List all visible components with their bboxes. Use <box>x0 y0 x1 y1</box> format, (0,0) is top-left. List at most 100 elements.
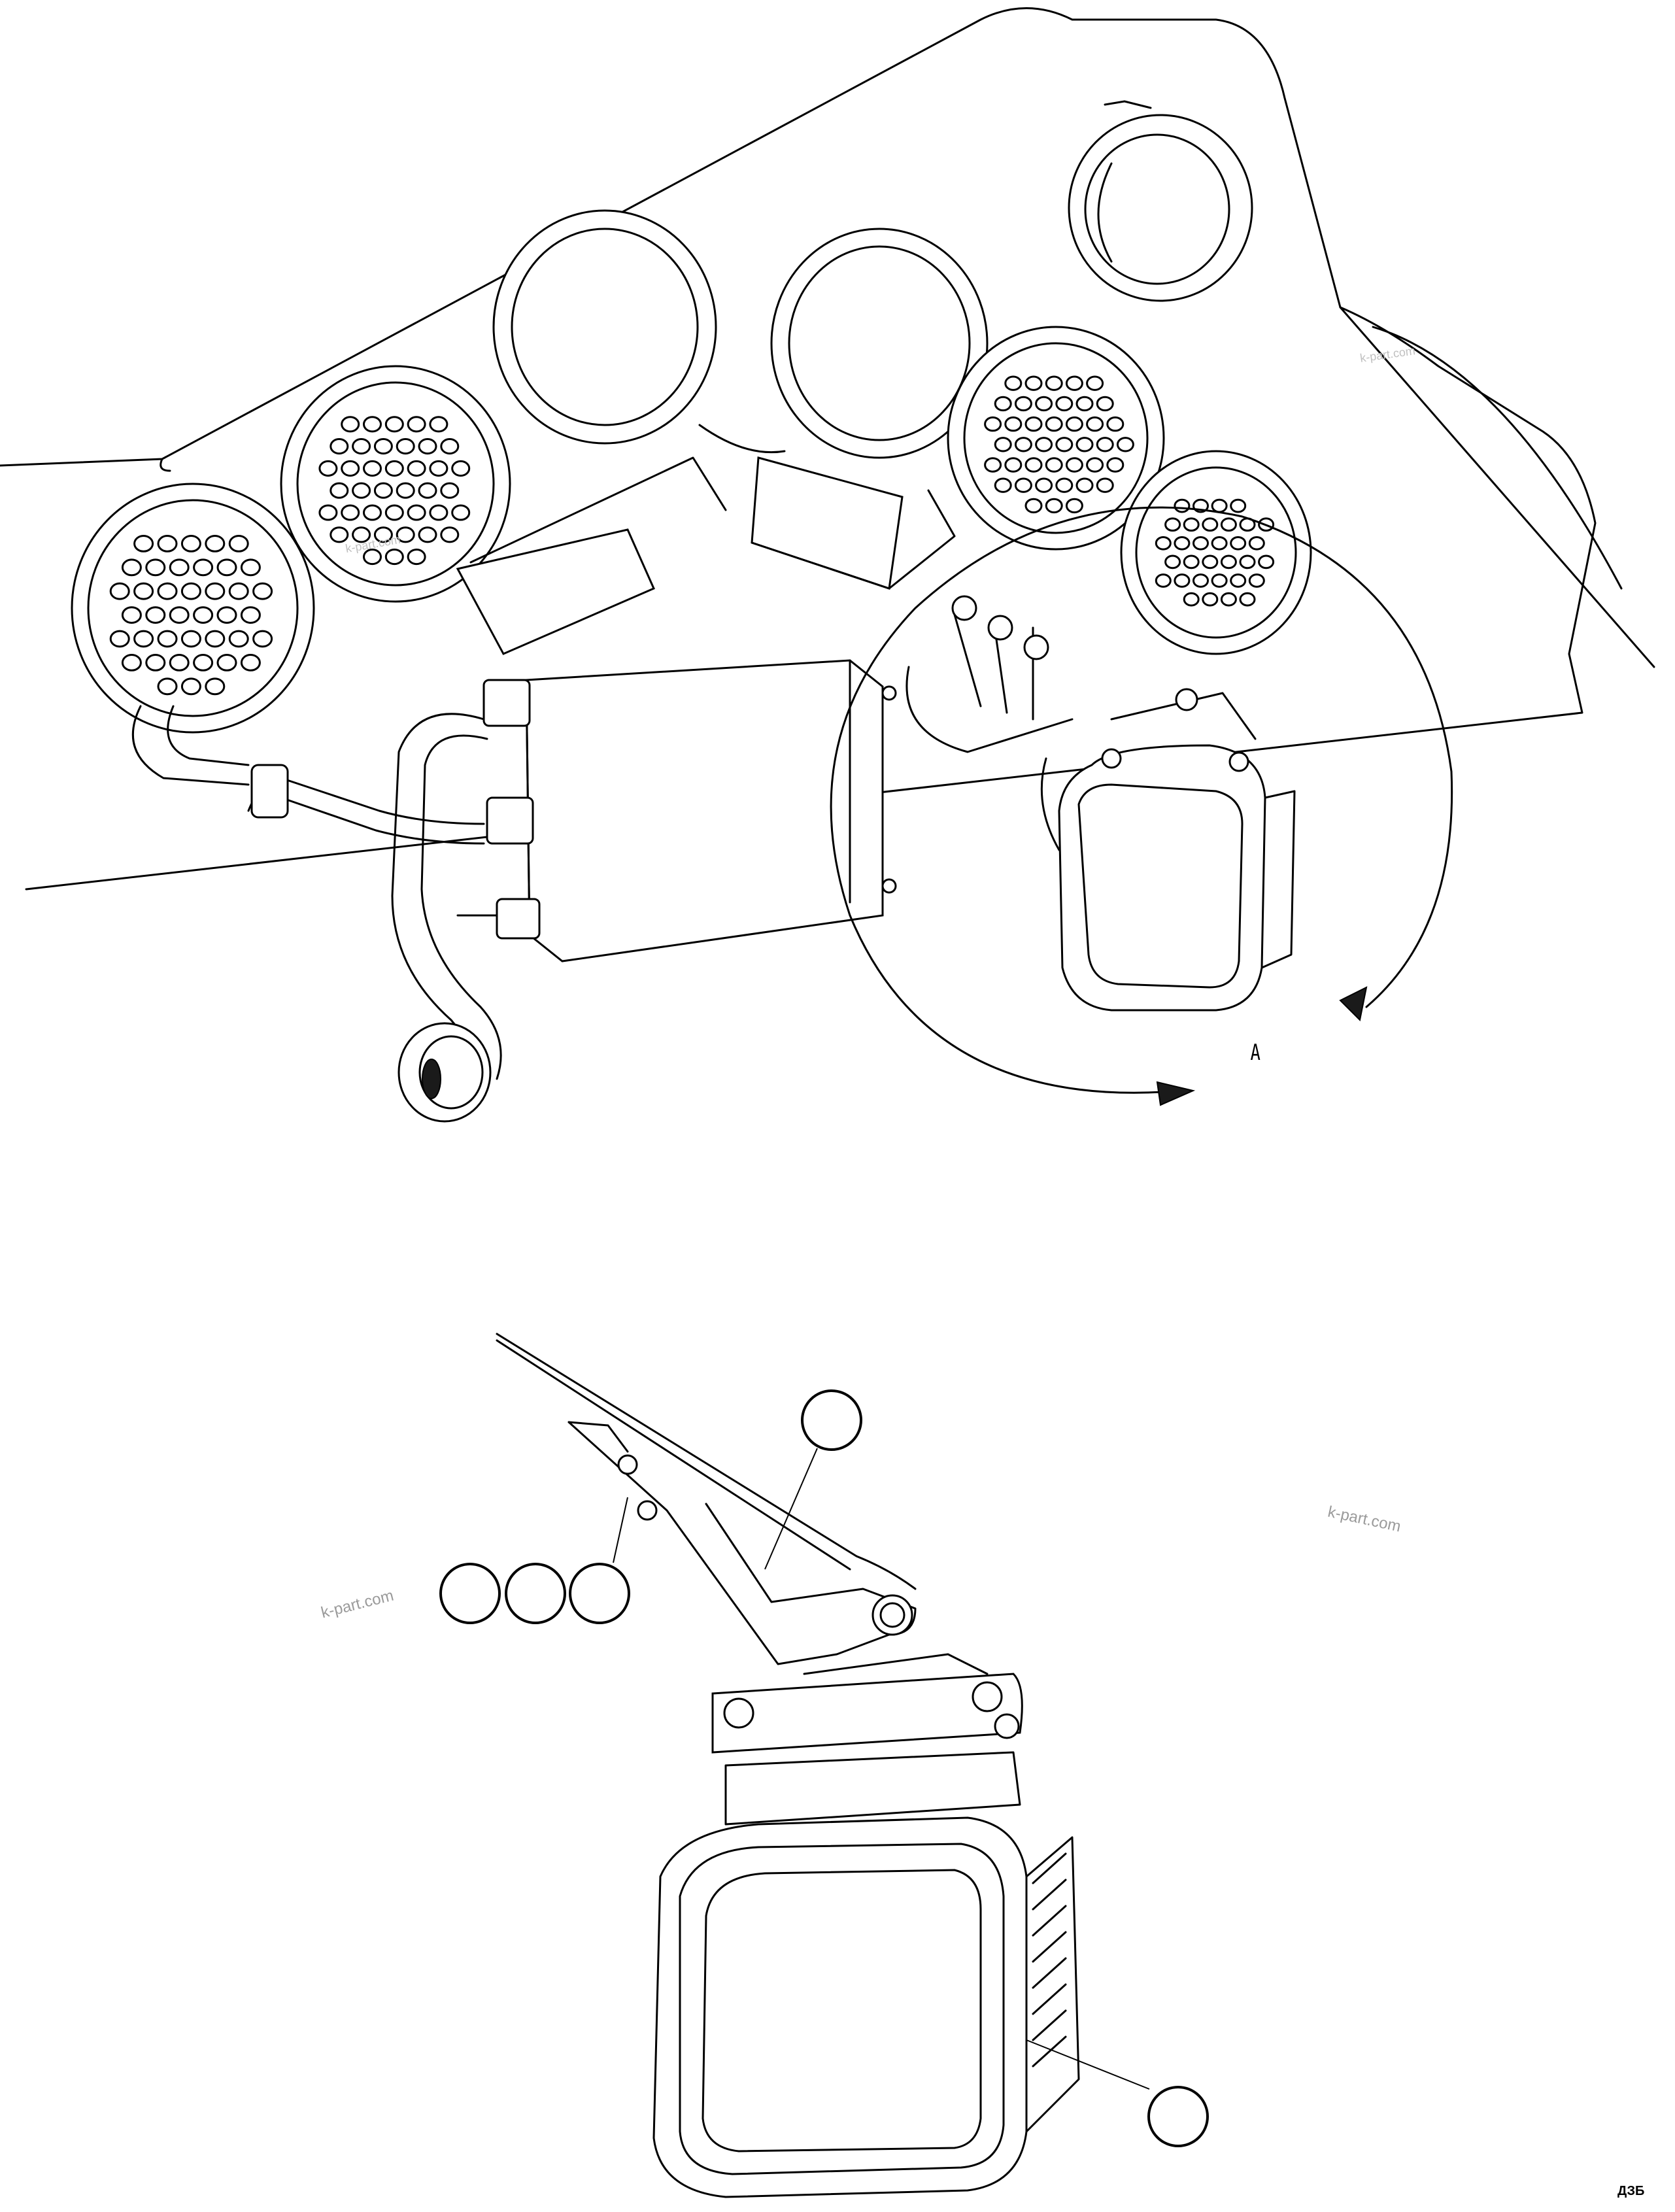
round-connector-icon <box>947 326 1165 551</box>
connector-pin <box>363 504 382 521</box>
connector-pin <box>1174 573 1191 588</box>
connector-pin <box>1248 573 1265 588</box>
leader-line <box>613 1497 628 1563</box>
connector-pin <box>418 526 437 543</box>
connector-pin <box>228 535 249 553</box>
connector-pin <box>1239 554 1256 570</box>
connector-pin <box>1230 536 1247 551</box>
connector-pin <box>1045 375 1063 391</box>
connector-pin <box>1045 416 1063 432</box>
connector-pin <box>145 558 166 577</box>
round-connector-icon <box>1120 450 1312 655</box>
connector-pin <box>205 677 226 696</box>
connector-pin <box>1065 498 1083 514</box>
control-box <box>482 659 897 962</box>
overview-assembly <box>0 7 1655 1123</box>
callout-hardware-3 <box>569 1563 630 1624</box>
connector-pin <box>240 606 261 624</box>
connector-pin <box>384 549 404 566</box>
connector-pin <box>1096 396 1114 412</box>
connector-pin <box>363 416 382 433</box>
connector-pin <box>1164 517 1181 532</box>
connector-pin <box>429 504 448 521</box>
callout-hardware-1 <box>439 1563 501 1624</box>
connector-pin <box>121 558 142 577</box>
connector-pin <box>1193 536 1209 551</box>
connector-pin <box>318 504 338 521</box>
connector-pin <box>1106 457 1125 473</box>
connector-pin <box>1086 457 1104 473</box>
connector-pin <box>205 630 226 648</box>
connector-pin <box>429 460 448 477</box>
connector-pin <box>1024 498 1043 514</box>
round-connector-icon <box>1068 100 1253 302</box>
callout-hardware-2 <box>505 1563 566 1624</box>
connector-pin <box>373 438 393 455</box>
curved-arrow-icon <box>830 506 1453 1106</box>
connector-pin <box>1035 477 1053 493</box>
connector-pin <box>133 630 154 648</box>
connector-pin <box>1174 536 1191 551</box>
connector-pin <box>180 677 201 696</box>
connector-pin <box>157 582 178 600</box>
connector-pin <box>1045 457 1063 473</box>
connector-pin <box>1096 477 1114 493</box>
round-connector-icon <box>280 365 511 603</box>
connector-pin <box>407 460 426 477</box>
connector-pin <box>1183 592 1200 607</box>
connector-bank <box>71 209 1312 734</box>
connector-pin <box>109 630 130 648</box>
round-connector-icon <box>71 483 315 734</box>
connector-pin <box>341 460 360 477</box>
connector-pin <box>1086 416 1104 432</box>
connector-pin <box>1065 375 1083 391</box>
connector-pin <box>384 504 404 521</box>
connector-pin <box>1211 498 1228 513</box>
connector-pin <box>169 654 190 672</box>
connector-pin <box>984 416 1002 432</box>
connector-pin <box>1202 592 1219 607</box>
connector-pin <box>384 416 404 433</box>
round-connector-icon <box>398 1022 492 1123</box>
connector-pin <box>145 606 166 624</box>
connector-pin <box>1193 573 1209 588</box>
connector-pin <box>1014 396 1032 412</box>
connector-pin <box>193 558 214 577</box>
connector-pin <box>1065 457 1083 473</box>
connector-pin <box>440 438 460 455</box>
connector-pin <box>216 654 237 672</box>
connector-pin <box>363 549 382 566</box>
connector-pin <box>1174 498 1191 513</box>
connector-pin <box>407 416 426 433</box>
connector-pin <box>1055 477 1074 493</box>
connector-pin <box>1220 592 1237 607</box>
leader-line <box>1026 2039 1150 2090</box>
connector-pin <box>1106 416 1125 432</box>
connector-pin <box>1075 437 1094 452</box>
connector-pin <box>1004 375 1023 391</box>
connector-pin <box>1211 536 1228 551</box>
connector-pin <box>994 477 1012 493</box>
view-label: A <box>1250 1040 1260 1066</box>
connector-pin <box>1024 457 1043 473</box>
round-connector-icon <box>770 228 989 459</box>
connector-pin <box>1230 498 1247 513</box>
connector-pin <box>451 504 471 521</box>
lamp-harness <box>905 595 1074 851</box>
connector-pin <box>157 677 178 696</box>
connector-pin <box>180 535 201 553</box>
connector-pin <box>1014 477 1032 493</box>
work-lamp-icon <box>652 1673 1080 2198</box>
connector-pin <box>440 526 460 543</box>
connector-pin <box>109 582 130 600</box>
connector-pin <box>1202 517 1219 532</box>
connector-pin <box>407 549 426 566</box>
connector-pin <box>121 654 142 672</box>
connector-pin <box>396 482 415 499</box>
connector-pin <box>1183 554 1200 570</box>
connector-pin <box>330 482 349 499</box>
connector-pin <box>1055 396 1074 412</box>
connector-pin <box>145 654 166 672</box>
connector-pin <box>384 460 404 477</box>
connector-pin <box>1075 477 1094 493</box>
